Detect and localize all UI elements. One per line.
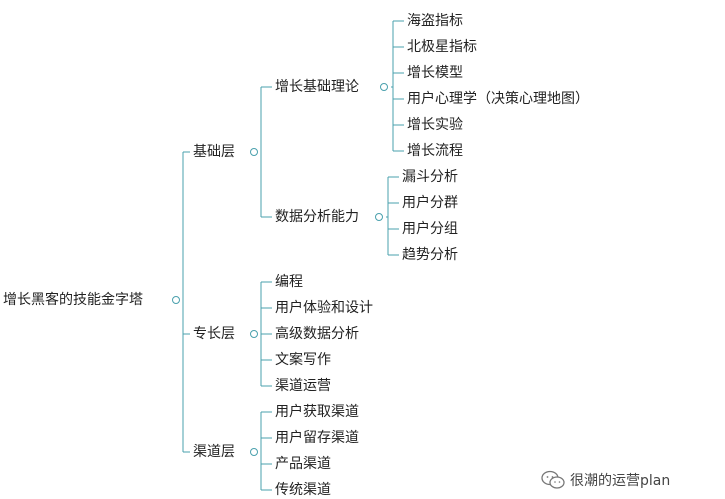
leaf-funnel-analysis[interactable]: 漏斗分析 <box>401 168 459 186</box>
leaf-growth-model[interactable]: 增长模型 <box>406 64 464 82</box>
branch-channel-layer[interactable]: 渠道层 <box>192 443 236 461</box>
watermark-text: 很潮的运营plan <box>570 473 671 489</box>
branch-specialty-layer[interactable]: 专长层 <box>192 325 236 343</box>
node-data-analysis-ability[interactable]: 数据分析能力 <box>274 208 360 226</box>
node-growth-theory[interactable]: 增长基础理论 <box>274 78 360 96</box>
leaf-user-segmentation[interactable]: 用户分群 <box>401 194 459 212</box>
leaf-copywriting[interactable]: 文案写作 <box>274 351 332 369</box>
leaf-north-star-metric[interactable]: 北极星指标 <box>406 38 478 56</box>
leaf-product-channels[interactable]: 产品渠道 <box>274 455 332 473</box>
growth-theory-collapse-dot[interactable] <box>380 83 388 91</box>
wechat-icon <box>541 470 565 489</box>
channel-collapse-dot[interactable] <box>250 448 258 456</box>
leaf-retention-channels[interactable]: 用户留存渠道 <box>274 429 360 447</box>
leaf-channel-operations[interactable]: 渠道运营 <box>274 377 332 395</box>
data-analysis-collapse-dot[interactable] <box>375 213 383 221</box>
leaf-growth-process[interactable]: 增长流程 <box>406 142 464 160</box>
leaf-traditional-channels[interactable]: 传统渠道 <box>274 481 332 499</box>
watermark: 很潮的运营plan <box>540 470 670 490</box>
channel-connector <box>260 411 272 491</box>
leaf-trend-analysis[interactable]: 趋势分析 <box>401 246 459 264</box>
specialty-connector <box>260 281 272 387</box>
leaf-acquisition-channels[interactable]: 用户获取渠道 <box>274 403 360 421</box>
leaf-user-grouping[interactable]: 用户分组 <box>401 220 459 238</box>
leaf-advanced-data-analysis[interactable]: 高级数据分析 <box>274 325 360 343</box>
leaf-growth-experiment[interactable]: 增长实验 <box>406 116 464 134</box>
branch-foundation-layer[interactable]: 基础层 <box>192 143 236 161</box>
leaf-user-psychology[interactable]: 用户心理学（决策心理地图） <box>406 90 590 108</box>
root-connector <box>182 151 190 453</box>
leaf-ux-design[interactable]: 用户体验和设计 <box>274 299 374 317</box>
root-node[interactable]: 增长黑客的技能金字塔 <box>2 291 144 309</box>
data-analysis-connector <box>386 176 399 256</box>
foundation-collapse-dot[interactable] <box>250 148 258 156</box>
leaf-pirate-metrics[interactable]: 海盗指标 <box>406 12 464 30</box>
foundation-connector <box>260 86 272 218</box>
root-collapse-dot[interactable] <box>172 296 180 304</box>
specialty-collapse-dot[interactable] <box>250 330 258 338</box>
leaf-programming[interactable]: 编程 <box>274 273 304 291</box>
growth-theory-connector <box>391 20 404 152</box>
